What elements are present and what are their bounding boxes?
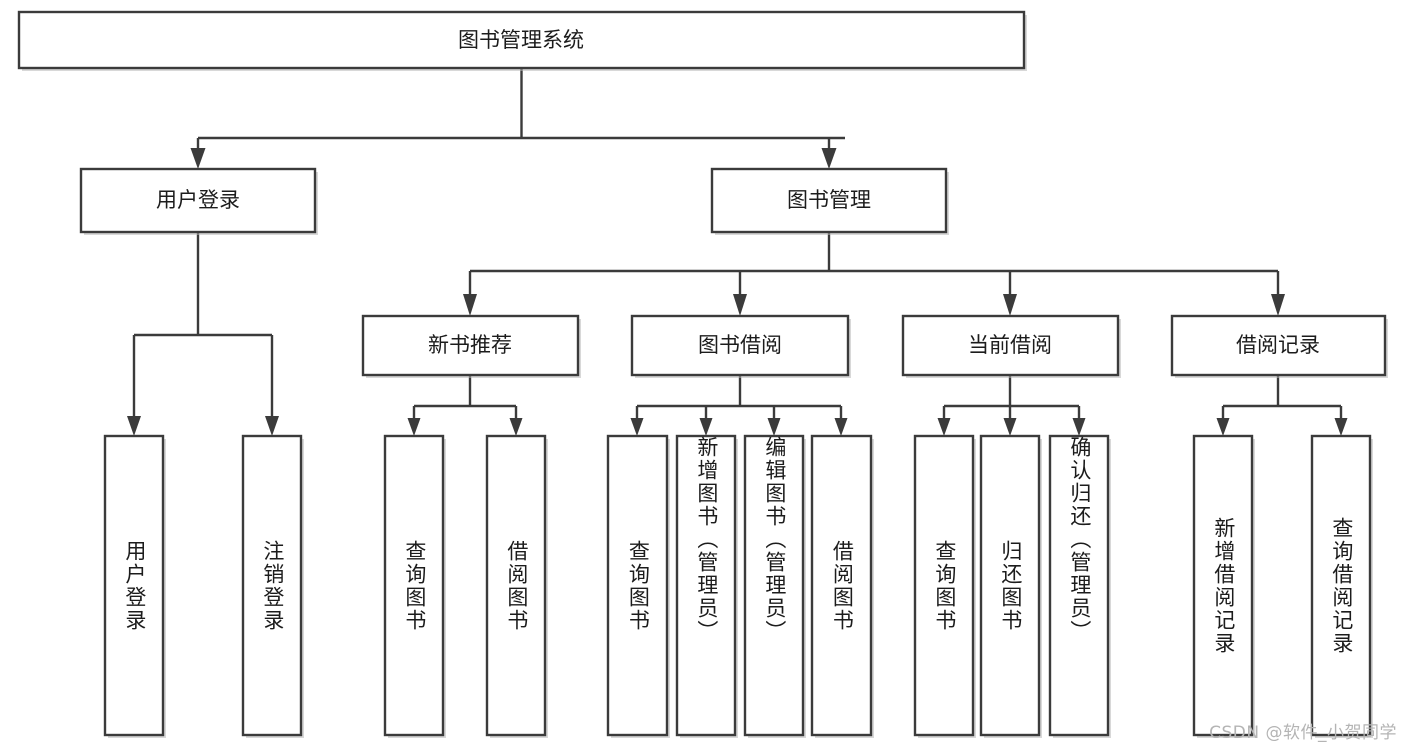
node-box-leaf-query-book-current[interactable] xyxy=(913,434,975,737)
node-box-book-management[interactable] xyxy=(710,167,948,234)
node-box-leaf-add-borrow-record[interactable] xyxy=(1192,434,1254,737)
node-box-leaf-query-borrow-record[interactable] xyxy=(1310,434,1372,737)
label-new-book-recommend: 新书推荐 xyxy=(428,333,512,357)
node-box-leaf-query-book-rec[interactable] xyxy=(383,434,445,737)
node-box-book-borrow[interactable] xyxy=(630,314,850,377)
label-root: 图书管理系统 xyxy=(458,28,584,52)
label-book-borrow: 图书借阅 xyxy=(698,333,782,357)
node-box-leaf-confirm-return[interactable] xyxy=(1048,434,1110,737)
node-box-leaf-borrow-book[interactable] xyxy=(810,434,873,737)
node-box-leaf-edit-book[interactable] xyxy=(743,434,805,737)
connector-newbook-to-leaves xyxy=(407,375,523,436)
connector-borrowrecord-to-leaves xyxy=(1216,375,1348,436)
connector-bookmgmt-to-level3 xyxy=(463,232,1285,316)
node-box-leaf-borrow-book-rec[interactable] xyxy=(485,434,547,737)
label-current-borrow: 当前借阅 xyxy=(968,333,1052,357)
node-box-leaf-add-book[interactable] xyxy=(675,434,737,737)
connector-userlogin-to-leaves xyxy=(127,232,279,436)
node-box-root[interactable] xyxy=(17,10,1026,70)
node-box-current-borrow[interactable] xyxy=(901,314,1120,377)
connector-root-to-level2 xyxy=(190,68,845,169)
node-box-new-book-recommend[interactable] xyxy=(361,314,580,377)
node-box-borrow-record[interactable] xyxy=(1170,314,1387,377)
connector-bookborrow-to-leaves xyxy=(630,375,848,436)
node-box-leaf-query-book-borrow[interactable] xyxy=(606,434,669,737)
csdn-watermark: CSDN @软件_小贺同学 xyxy=(1209,723,1397,743)
connector-currentborrow-to-leaves xyxy=(937,375,1086,436)
label-book-management: 图书管理 xyxy=(787,188,871,212)
node-box-user-login[interactable] xyxy=(79,167,317,234)
label-user-login: 用户登录 xyxy=(156,188,240,212)
label-borrow-record: 借阅记录 xyxy=(1236,333,1320,357)
node-box-leaf-user-login[interactable] xyxy=(103,434,165,737)
connector-layer xyxy=(127,68,1348,436)
node-box-leaf-logout[interactable] xyxy=(241,434,303,737)
node-box-leaf-return-book[interactable] xyxy=(979,434,1041,737)
node-label-layer: 图书管理系统 用户登录 图书管理 新书推荐 图书借阅 当前借阅 借阅记录 xyxy=(156,28,1320,357)
node-box-layer xyxy=(17,10,1388,738)
